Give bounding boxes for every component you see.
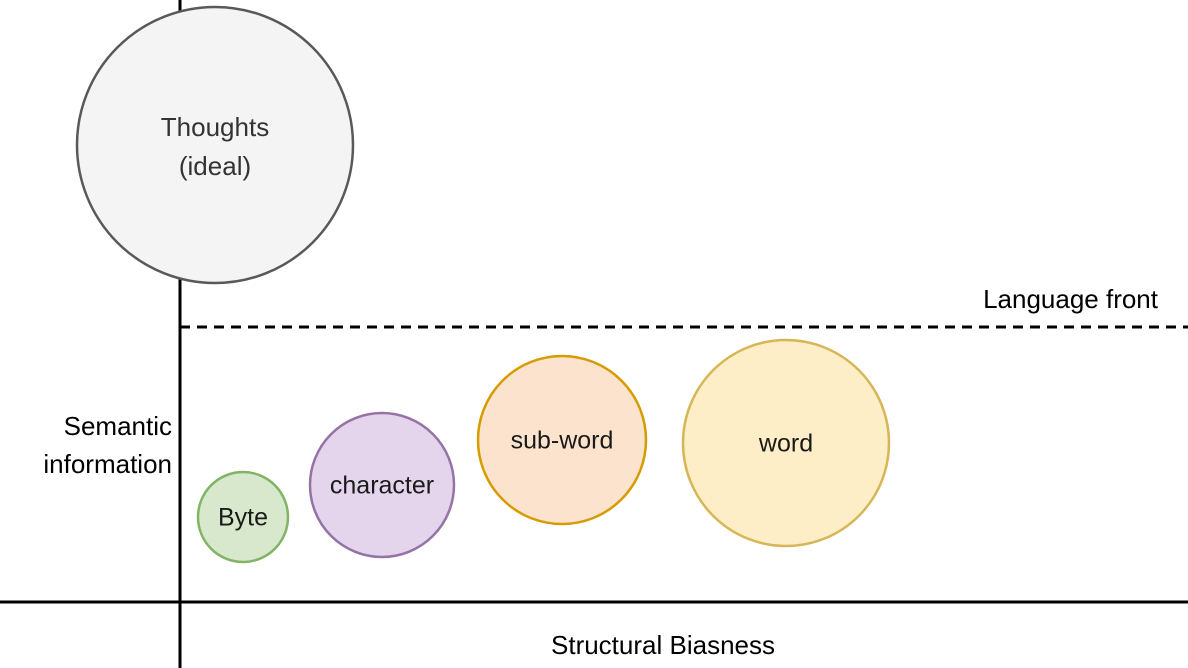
- bubble-byte-label: Byte: [218, 504, 268, 532]
- bubble-thoughts-circle[interactable]: [75, 5, 355, 285]
- bubble-word[interactable]: word: [681, 338, 891, 548]
- bubble-word-circle[interactable]: [681, 338, 891, 548]
- x-axis-label: Structural Biasness: [551, 630, 775, 660]
- language-front-label: Language front: [983, 284, 1159, 314]
- y-axis-label-line1: Semantic: [64, 411, 172, 441]
- bubble-character-circle[interactable]: [308, 411, 456, 559]
- bubble-character[interactable]: character: [308, 411, 456, 559]
- bubble-thoughts-label-line1: Thoughts: [161, 112, 269, 142]
- bubble-character-label: character: [330, 472, 434, 500]
- bubble-thoughts-label-line2: (ideal): [179, 151, 251, 181]
- bubble-sub-word-circle[interactable]: [476, 354, 648, 526]
- bubble-word-label: word: [758, 430, 813, 458]
- bubble-sub-word-label: sub-word: [511, 427, 614, 455]
- y-axis-label-line2: information: [43, 449, 172, 479]
- bubble-byte-circle[interactable]: [196, 470, 290, 564]
- bubble-thoughts[interactable]: Thoughts (ideal): [75, 5, 355, 285]
- bubble-sub-word[interactable]: sub-word: [476, 354, 648, 526]
- bubble-byte[interactable]: Byte: [196, 470, 290, 564]
